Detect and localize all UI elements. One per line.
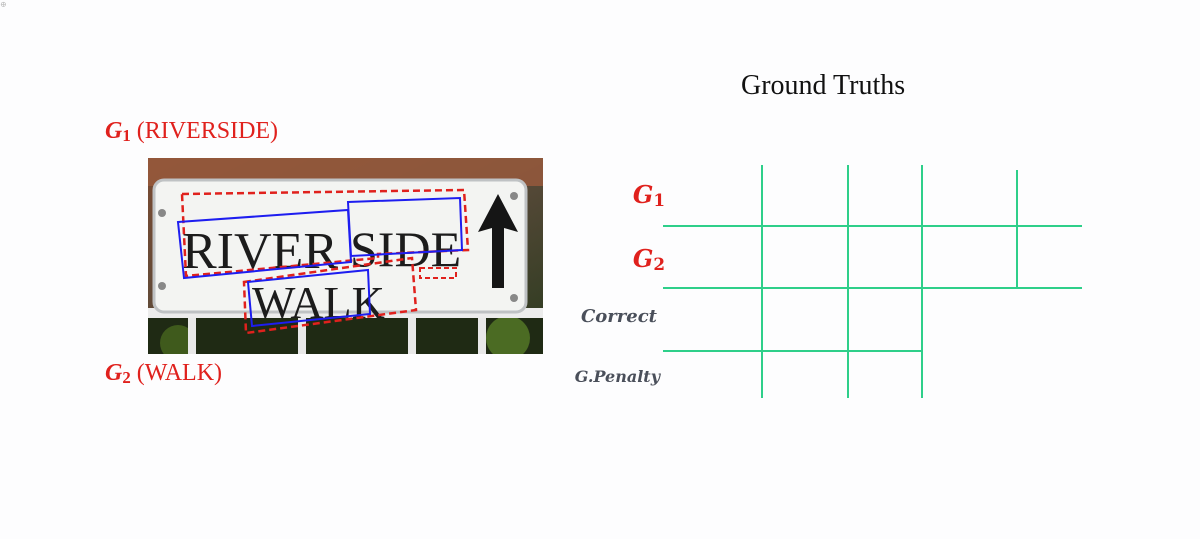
row-label-penalty: G.Penalty [574, 367, 660, 386]
g2-dashed-box [242, 256, 418, 335]
sign-photo: RIVER SIDE WALK [148, 158, 543, 361]
river-blue-box [176, 208, 353, 280]
side-blue-box [346, 196, 464, 258]
g2-symbol: G2 [105, 360, 131, 387]
g1-symbol: G1 [105, 118, 131, 145]
row-label-correct: Correct [580, 306, 657, 327]
table-title: Ground Truths [741, 70, 906, 101]
g2-word: (WALK) [136, 360, 223, 386]
up-arrow-icon [478, 194, 518, 288]
corner-mark: ⊕ [0, 0, 7, 9]
sign-photo-svg: RIVER SIDE WALK [148, 158, 543, 361]
g1-word: (RIVERSIDE) [136, 118, 279, 144]
walk-blue-box [246, 268, 372, 328]
sign-text-side: SIDE [350, 221, 461, 277]
row-label-g2: G2 [632, 244, 665, 274]
g2-photo-label: G2 (WALK) [105, 360, 222, 388]
g1-photo-label: G1 (RIVERSIDE) [105, 118, 278, 146]
row-label-g1: G1 [632, 180, 665, 210]
